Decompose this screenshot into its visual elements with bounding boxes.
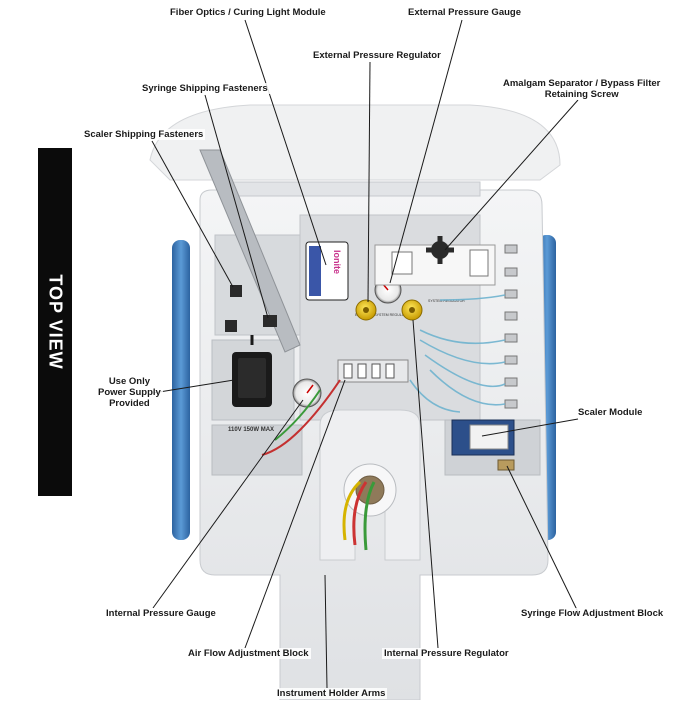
- voltage-label: 110V 150W MAX: [228, 427, 274, 433]
- banner-text: TOP VIEW: [45, 274, 66, 370]
- svg-text:SYSTEM REGULATOR: SYSTEM REGULATOR: [428, 299, 465, 303]
- callout-scaler-fasteners: Scaler Shipping Fasteners: [82, 129, 206, 140]
- callout-external-gauge: External Pressure Gauge: [406, 7, 523, 18]
- callout-syringe-fasteners: Syringe Shipping Fasteners: [140, 83, 270, 94]
- left-rail: [172, 240, 190, 540]
- svg-text:EXTERNAL SYSTEM REGULATOR: EXTERNAL SYSTEM REGULATOR: [355, 313, 412, 317]
- callout-syringe-flow: Syringe Flow Adjustment Block: [519, 608, 666, 619]
- syringe-fastener: [263, 315, 277, 327]
- callout-power-line1: Use Only: [108, 376, 150, 387]
- callout-fiber-optics: Fiber Optics / Curing Light Module: [168, 7, 328, 18]
- callout-internal-gauge: Internal Pressure Gauge: [104, 608, 218, 619]
- scaler-fastener-1: [230, 285, 242, 297]
- callout-external-regulator: External Pressure Regulator: [311, 50, 443, 61]
- callout-power-supply: Use Only Power Supply Provided: [96, 376, 163, 409]
- callout-power-line3: Provided: [109, 398, 150, 409]
- callout-holder-arms: Instrument Holder Arms: [275, 688, 388, 699]
- callout-air-flow: Air Flow Adjustment Block: [186, 648, 311, 659]
- scaler-fastener-2: [225, 320, 237, 332]
- hinge-strip: [229, 181, 481, 197]
- callout-internal-regulator: Internal Pressure Regulator: [382, 648, 511, 659]
- curing-module-brand: Ionite: [332, 250, 342, 274]
- callout-power-line2: Power Supply: [98, 387, 161, 398]
- callout-scaler-module: Scaler Module: [576, 407, 645, 418]
- top-view-banner: TOP VIEW: [38, 148, 72, 496]
- callout-amalgam-line2: Retaining Screw: [544, 89, 619, 100]
- callout-amalgam-separator: Amalgam Separator / Bypass Filter Retain…: [501, 78, 663, 100]
- syringe-flow-block: [497, 459, 515, 471]
- callout-amalgam-line1: Amalgam Separator / Bypass Filter: [503, 78, 661, 89]
